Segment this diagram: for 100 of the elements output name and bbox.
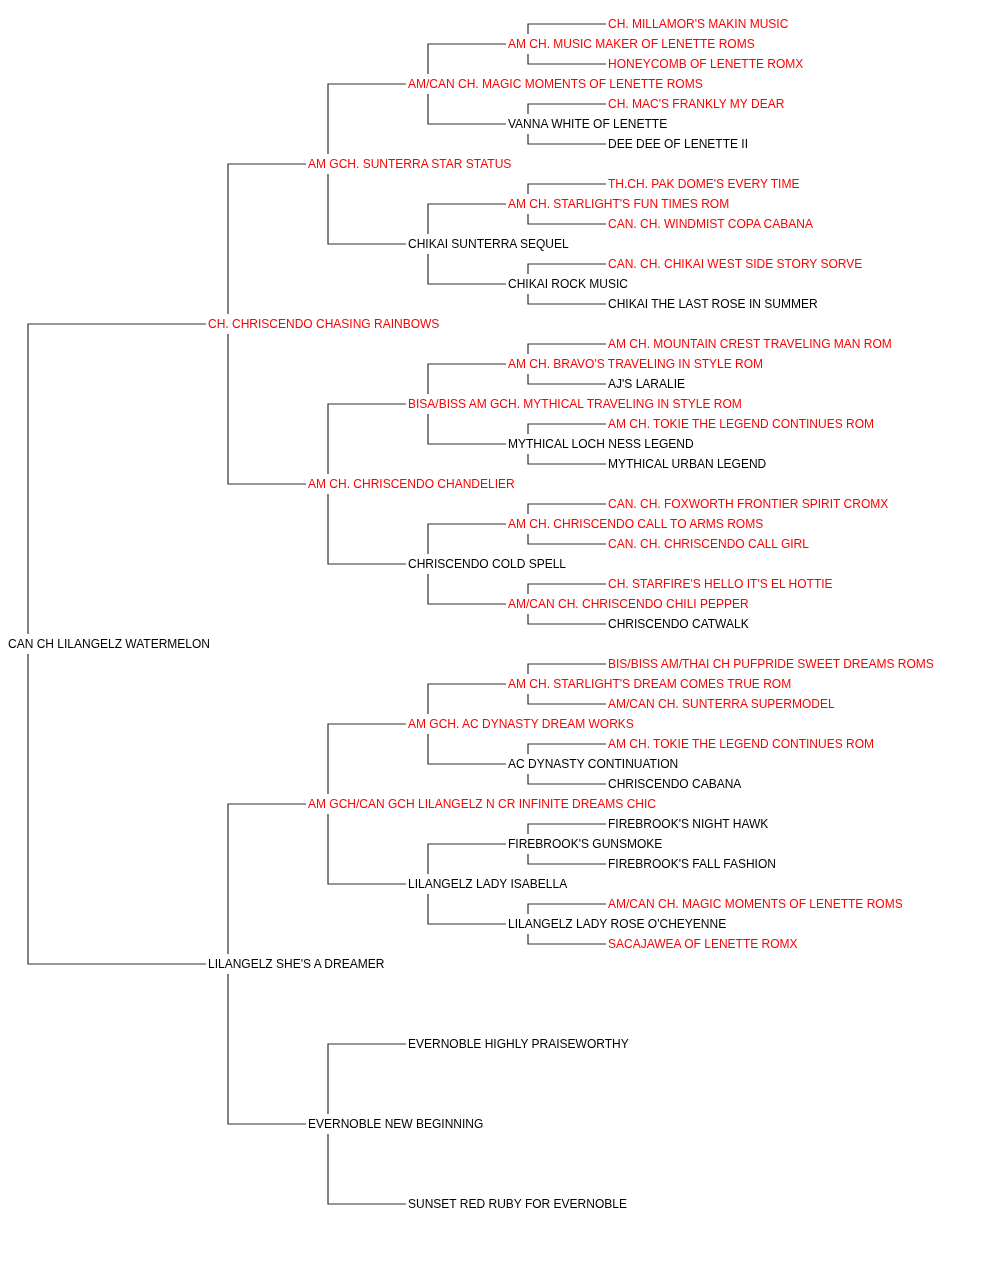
pedigree-name: TH.CH. PAK DOME'S EVERY TIME <box>608 177 800 191</box>
pedigree-name: DEE DEE OF LENETTE II <box>608 137 749 151</box>
connector-line <box>527 133 607 145</box>
connector-line <box>527 533 607 545</box>
pedigree-name: HONEYCOMB OF LENETTE ROMX <box>608 57 804 71</box>
pedigree-name: AM/CAN CH. SUNTERRA SUPERMODEL <box>608 697 835 711</box>
connector-line <box>527 503 607 515</box>
pedigree-name: CHIKAI ROCK MUSIC <box>508 277 628 291</box>
pedigree-name: AM CH. CHRISCENDO CALL TO ARMS ROMS <box>508 517 764 531</box>
pedigree-name: AM CH. TOKIE THE LEGEND CONTINUES ROM <box>608 417 875 431</box>
connector-line <box>527 213 607 225</box>
connector-line <box>527 773 607 785</box>
connector-line <box>327 1133 407 1205</box>
pedigree-name: CHIKAI SUNTERRA SEQUEL <box>408 237 569 251</box>
pedigree-name: CAN. CH. CHIKAI WEST SIDE STORY SORVE <box>608 257 863 271</box>
connector-line <box>527 853 607 865</box>
connector-line <box>527 933 607 945</box>
connector-line <box>427 893 507 925</box>
connector-line <box>527 663 607 675</box>
pedigree-name: CAN CH LILANGELZ WATERMELON <box>8 637 211 651</box>
connector-line <box>427 363 507 395</box>
pedigree-name: AM CH. BRAVO'S TRAVELING IN STYLE ROM <box>508 357 763 371</box>
pedigree-name: CHRISCENDO COLD SPELL <box>408 557 567 571</box>
connector-line <box>227 803 307 955</box>
pedigree-name: AM CH. TOKIE THE LEGEND CONTINUES ROM <box>608 737 875 751</box>
pedigree-name: AM GCH/CAN GCH LILANGELZ N CR INFINITE DREAMS CHIC <box>308 797 657 811</box>
connector-line <box>427 843 507 875</box>
connector-line <box>427 413 507 445</box>
pedigree-name: CH. MILLAMOR'S MAKIN MUSIC <box>608 17 789 31</box>
connector-line <box>27 323 207 635</box>
connector-line <box>427 43 507 75</box>
pedigree-name: CAN. CH. FOXWORTH FRONTIER SPIRIT CROMX <box>608 497 889 511</box>
pedigree-name: FIREBROOK'S FALL FASHION <box>608 857 776 871</box>
pedigree-name: VANNA WHITE OF LENETTE <box>508 117 668 131</box>
pedigree-name: CHIKAI THE LAST ROSE IN SUMMER <box>608 297 818 311</box>
pedigree-name: CH. CHRISCENDO CHASING RAINBOWS <box>208 317 440 331</box>
connector-line <box>527 263 607 275</box>
connector-line <box>427 573 507 605</box>
pedigree-name: FIREBROOK'S GUNSMOKE <box>508 837 663 851</box>
pedigree-name: AM/CAN CH. MAGIC MOMENTS OF LENETTE ROMS <box>608 897 903 911</box>
pedigree-name: CH. STARFIRE'S HELLO IT'S EL HOTTIE <box>608 577 833 591</box>
pedigree-name: LILANGELZ LADY ROSE O'CHEYENNE <box>508 917 727 931</box>
pedigree-name: AM CH. STARLIGHT'S DREAM COMES TRUE ROM <box>508 677 792 691</box>
connector-line <box>527 903 607 915</box>
connector-line <box>527 183 607 195</box>
pedigree-name: AM/CAN CH. MAGIC MOMENTS OF LENETTE ROMS <box>408 77 703 91</box>
connector-line <box>527 293 607 305</box>
connector-line <box>327 403 407 475</box>
pedigree-name: AM/CAN CH. CHRISCENDO CHILI PEPPER <box>508 597 749 611</box>
pedigree-name: CHRISCENDO CABANA <box>608 777 742 791</box>
pedigree-name: EVERNOBLE NEW BEGINNING <box>308 1117 484 1131</box>
pedigree-name: SACAJAWEA OF LENETTE ROMX <box>608 937 798 951</box>
connector-line <box>227 333 307 485</box>
pedigree-name: BISA/BISS AM GCH. MYTHICAL TRAVELING IN STYLE ROM <box>408 397 742 411</box>
connector-line <box>527 613 607 625</box>
connector-line <box>527 743 607 755</box>
connector-line <box>527 23 607 35</box>
connector-line <box>527 693 607 705</box>
connector-line <box>427 683 507 715</box>
pedigree-name: LILANGELZ LADY ISABELLA <box>408 877 568 891</box>
pedigree-name: AM CH. CHRISCENDO CHANDELIER <box>308 477 515 491</box>
connector-line <box>527 373 607 385</box>
pedigree-name: LILANGELZ SHE'S A DREAMER <box>208 957 385 971</box>
pedigree-name: AM GCH. SUNTERRA STAR STATUS <box>308 157 512 171</box>
connector-line <box>327 173 407 245</box>
pedigree-name: MYTHICAL URBAN LEGEND <box>608 457 767 471</box>
connector-line <box>427 203 507 235</box>
connector-line <box>27 653 207 965</box>
pedigree-name: AM CH. MUSIC MAKER OF LENETTE ROMS <box>508 37 755 51</box>
connector-line <box>327 723 407 795</box>
connector-line <box>527 343 607 355</box>
pedigree-name: BIS/BISS AM/THAI CH PUFPRIDE SWEET DREAMS ROMS <box>608 657 934 671</box>
connector-line <box>527 583 607 595</box>
connector-line <box>527 453 607 465</box>
pedigree-name: EVERNOBLE HIGHLY PRAISEWORTHY <box>408 1037 629 1051</box>
pedigree-name: CH. MAC'S FRANKLY MY DEAR <box>608 97 785 111</box>
pedigree-name: AM GCH. AC DYNASTY DREAM WORKS <box>408 717 634 731</box>
pedigree-name: CAN. CH. WINDMIST COPA CABANA <box>608 217 813 231</box>
pedigree-name: AC DYNASTY CONTINUATION <box>508 757 679 771</box>
connector-line <box>327 1043 407 1115</box>
pedigree-name: AM CH. STARLIGHT'S FUN TIMES ROM <box>508 197 730 211</box>
pedigree-name: SUNSET RED RUBY FOR EVERNOBLE <box>408 1197 627 1211</box>
connector-line <box>227 163 307 315</box>
connector-line <box>327 813 407 885</box>
pedigree-name: AJ'S LARALIE <box>608 377 685 391</box>
pedigree-name: CHRISCENDO CATWALK <box>608 617 749 631</box>
connector-line <box>527 53 607 65</box>
connector-line <box>327 83 407 155</box>
connector-line <box>527 823 607 835</box>
pedigree-name: FIREBROOK'S NIGHT HAWK <box>608 817 769 831</box>
connector-line <box>427 523 507 555</box>
connector-line <box>427 253 507 285</box>
connector-line <box>527 423 607 435</box>
connector-line <box>227 973 307 1125</box>
connector-line <box>427 93 507 125</box>
pedigree-name: MYTHICAL LOCH NESS LEGEND <box>508 437 694 451</box>
connector-line <box>527 103 607 115</box>
pedigree-name: CAN. CH. CHRISCENDO CALL GIRL <box>608 537 809 551</box>
connector-line <box>427 733 507 765</box>
pedigree-name: AM CH. MOUNTAIN CREST TRAVELING MAN ROM <box>608 337 892 351</box>
